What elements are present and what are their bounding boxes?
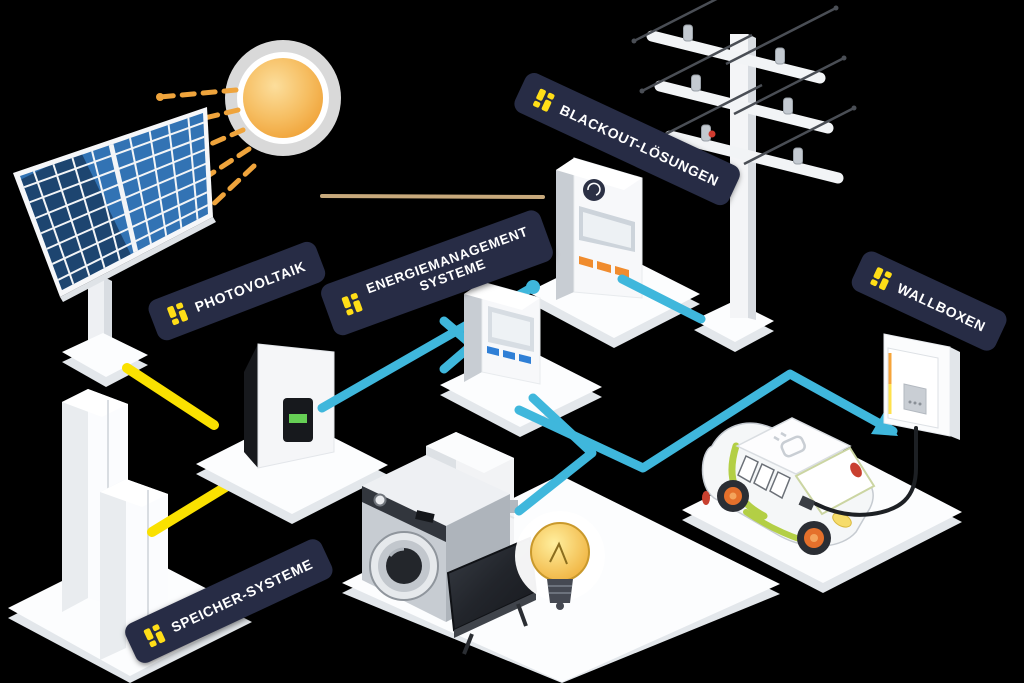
solar-panel-bars-icon xyxy=(533,88,555,112)
lightbulb xyxy=(515,511,605,610)
meter-screen xyxy=(583,212,631,248)
badge-energiemanagement[interactable]: ENERGIEMANAGEMENT SYSTEME xyxy=(318,207,556,339)
battery-storage xyxy=(8,389,252,683)
solar-panel-bars-icon xyxy=(341,292,363,316)
badge-photovoltaik[interactable]: PHOTOVOLTAIK xyxy=(145,238,329,344)
tv xyxy=(446,536,538,655)
washing-machine xyxy=(362,455,510,622)
bulb-glass xyxy=(530,522,590,582)
meter-brand-emblem xyxy=(583,179,605,201)
badge-speicher-systeme[interactable]: SPEICHER-SYSTEME xyxy=(121,535,337,667)
washer-knob xyxy=(373,493,387,507)
power-lines-yellow xyxy=(122,363,242,537)
car-side-windows xyxy=(737,454,791,500)
car-charge-port xyxy=(798,495,816,511)
panel-grid xyxy=(20,113,208,290)
solar-panel-bars-icon xyxy=(167,302,188,326)
inverter xyxy=(196,343,388,524)
solar-panel xyxy=(13,107,216,387)
charging-cable xyxy=(814,426,918,517)
overhead-wire xyxy=(320,194,545,199)
badge-wallboxen[interactable]: WALLBOXEN xyxy=(848,248,1010,354)
inverter-screen xyxy=(289,414,307,423)
meter-buttons-orange xyxy=(579,256,629,278)
solar-panel-bars-icon xyxy=(870,267,892,291)
arrowhead-to-wallbox xyxy=(871,412,898,436)
fridge-power-port xyxy=(508,500,518,513)
wallbox-connector xyxy=(903,383,927,415)
car-wheel-front xyxy=(717,480,749,512)
connection-node-dot xyxy=(526,280,540,294)
meter-screen xyxy=(492,312,530,346)
car-wheel-rear xyxy=(797,521,831,555)
blackout-meter xyxy=(526,157,700,348)
car-mirror xyxy=(850,462,862,478)
roof-plug-icon xyxy=(773,431,806,458)
electric-car xyxy=(682,417,962,593)
energy-management-meter xyxy=(440,281,602,437)
household-appliances xyxy=(342,432,780,683)
car-roof xyxy=(735,417,852,475)
wallbox xyxy=(814,333,960,517)
pole-marker xyxy=(708,130,716,138)
data-lines-cyan-right xyxy=(514,369,898,516)
sun-icon xyxy=(156,40,341,215)
meter-buttons-blue xyxy=(487,346,531,364)
bulb-base xyxy=(547,579,573,603)
solar-panel-bars-icon xyxy=(143,624,166,648)
pole-insulators xyxy=(683,24,803,165)
pole-wires xyxy=(633,0,855,166)
pole-crossarms xyxy=(646,30,844,184)
badge-blackout-loesungen[interactable]: BLACKOUT-LÖSUNGEN xyxy=(511,69,743,209)
